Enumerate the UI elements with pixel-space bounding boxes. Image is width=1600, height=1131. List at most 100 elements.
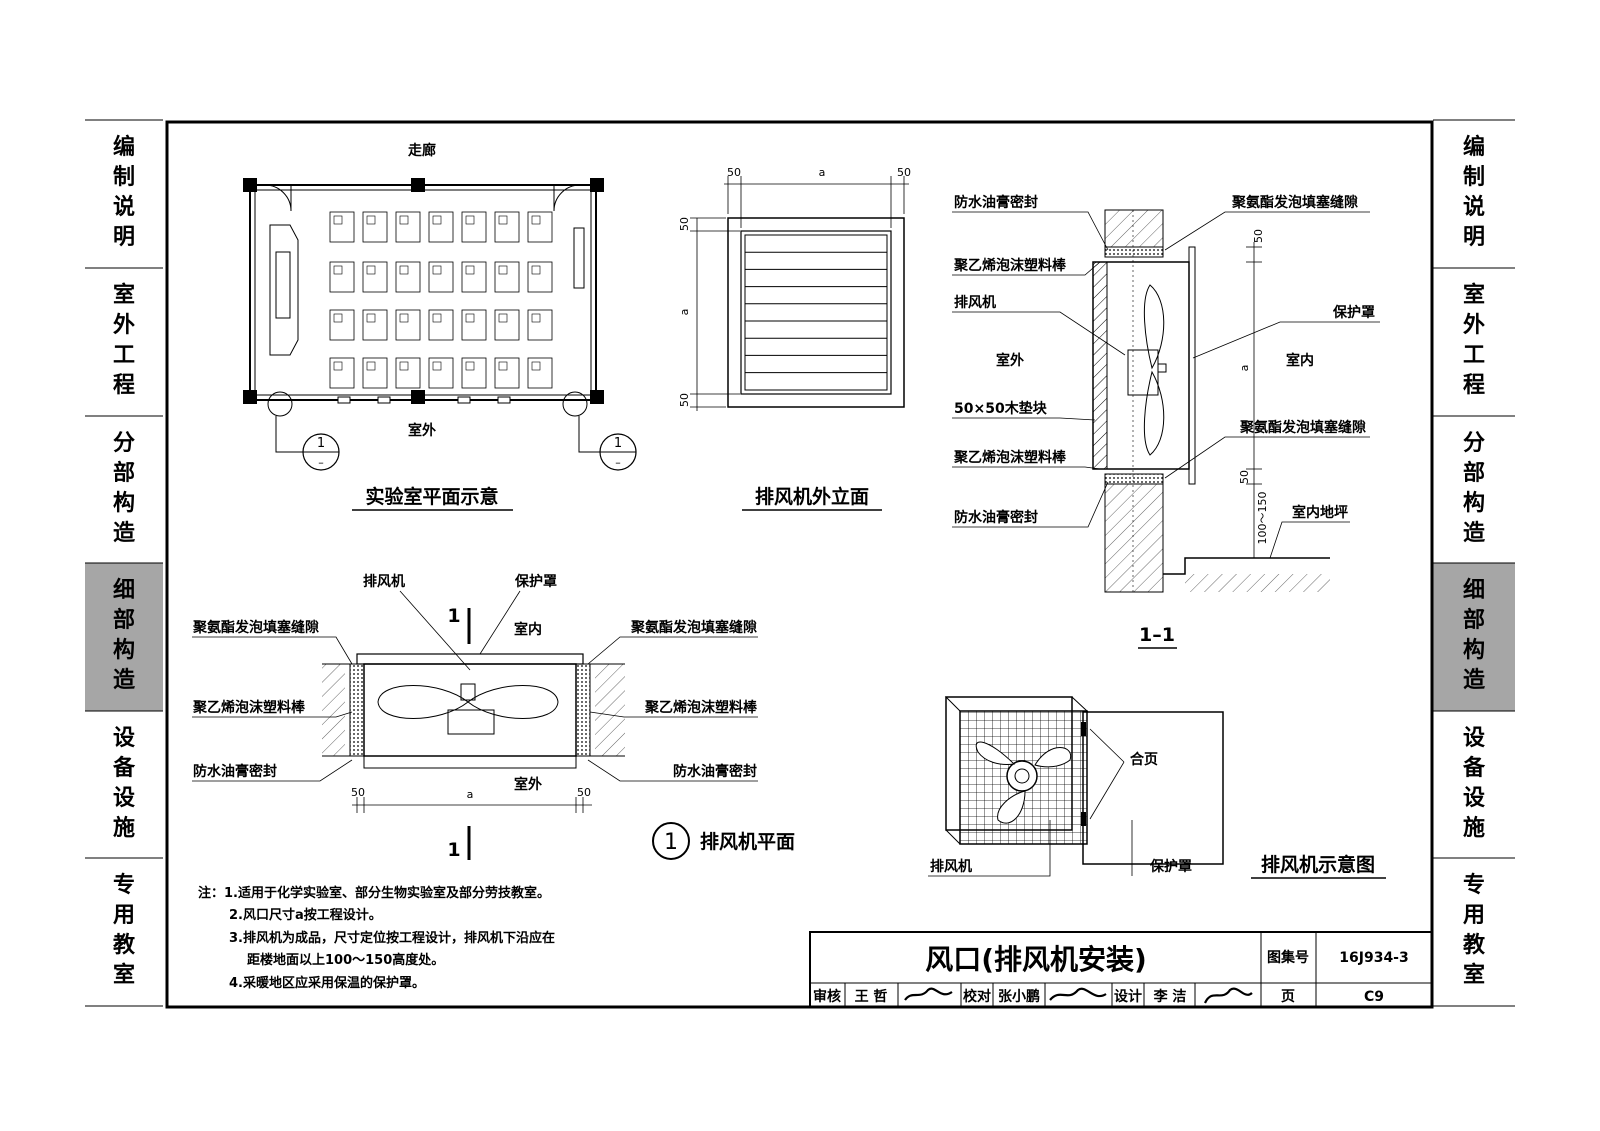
lab-stool <box>366 313 376 323</box>
sec-label-pe-rod-bottom: 聚乙烯泡沫塑料棒 <box>953 449 1067 466</box>
left-tab-1[interactable]: 编制说明 <box>113 134 135 250</box>
checker-name: 张小鹏 <box>998 988 1040 1005</box>
sec-dim-100-150: 100～150 <box>1256 492 1269 545</box>
lab-desk <box>428 211 454 243</box>
lab-desk <box>461 357 487 389</box>
left-tab-4[interactable]: 细部构造 <box>113 577 135 693</box>
sec-label-cover: 保护罩 <box>1332 304 1375 321</box>
sec-label-fan: 排风机 <box>954 294 996 311</box>
page-number: C9 <box>1364 989 1384 1005</box>
sec-dim-a: a <box>1238 365 1251 372</box>
left-tab-2[interactable]: 室外工程 <box>113 282 135 398</box>
right-tab-4[interactable]: 细部构造 <box>1463 577 1485 693</box>
detail-index-num: 1 <box>664 830 678 855</box>
active-tab-bg-right <box>1433 563 1515 711</box>
section-title: 1–1 <box>1139 624 1175 646</box>
lab-stool <box>366 215 376 225</box>
fan-plan-title: 排风机平面 <box>700 830 795 853</box>
fan-plan: 1 1 50 a 50 排风机 保护罩 室内 室外 聚氨酯发泡填塞缝隙 聚乙烯泡… <box>192 573 795 861</box>
left-tab-6[interactable]: 专用教室 <box>113 872 136 988</box>
lab-stool <box>498 361 508 371</box>
lab-stool <box>432 361 442 371</box>
lab-stool <box>432 265 442 275</box>
lab-stool <box>531 215 541 225</box>
lab-desk <box>395 261 421 293</box>
right-tab-1[interactable]: 编制说明 <box>1463 134 1485 250</box>
plan-label-pu-left: 聚氨酯发泡填塞缝隙 <box>192 619 319 636</box>
schematic-fan-label: 排风机 <box>930 858 972 875</box>
plan-label-seal-right: 防水油膏密封 <box>673 763 757 780</box>
designer-name: 李 洁 <box>1153 988 1187 1005</box>
plan-label-pe-right: 聚乙烯泡沫塑料棒 <box>644 699 758 716</box>
check-label: 校对 <box>963 988 991 1005</box>
active-tab-bg-left <box>85 563 163 711</box>
plan-outdoor-label: 室外 <box>408 422 436 439</box>
right-tab-5[interactable]: 设备设施 <box>1462 726 1486 841</box>
sec-label-pe-rod-top: 聚乙烯泡沫塑料棒 <box>953 257 1067 274</box>
designer-signature <box>1204 987 1253 1004</box>
review-label: 审核 <box>813 988 841 1005</box>
plan-label-outdoor: 室外 <box>514 776 542 793</box>
lab-stool <box>366 361 376 371</box>
lab-stool <box>333 313 343 323</box>
left-tab-5[interactable]: 设备设施 <box>112 726 136 841</box>
lab-desk <box>362 357 388 389</box>
callout-right-num: 1 <box>614 436 622 451</box>
lab-desk <box>362 261 388 293</box>
lab-stool <box>498 265 508 275</box>
elev-dim-50-left: 50 <box>727 166 741 179</box>
lab-stool <box>366 265 376 275</box>
detail-index-circle <box>652 822 690 860</box>
plan-label-indoor: 室内 <box>514 621 542 638</box>
lab-desk <box>461 309 487 341</box>
lab-desk <box>428 261 454 293</box>
note-3-cont: 距楼地面以上100～150高度处。 <box>247 952 444 968</box>
right-tab-2[interactable]: 室外工程 <box>1463 282 1485 398</box>
callout-right-sym: – <box>615 456 621 469</box>
callout-left-num: 1 <box>317 436 325 451</box>
note-3: 3.排风机为成品，尺寸定位按工程设计，排风机下沿应在 <box>229 930 555 946</box>
plan-label-cover: 保护罩 <box>514 573 557 590</box>
elev-dim-50-bottom: 50 <box>678 393 691 407</box>
lab-desk <box>329 357 355 389</box>
elev-dim-a-top: a <box>819 166 826 179</box>
lab-stool <box>498 313 508 323</box>
plan-label-seal-left: 防水油膏密封 <box>193 763 277 780</box>
left-tab-3[interactable]: 分部构造 <box>113 431 135 546</box>
lab-desk <box>329 211 355 243</box>
right-tab-6[interactable]: 专用教室 <box>1463 872 1486 988</box>
atlas-label: 图集号 <box>1267 949 1309 966</box>
lab-stool <box>465 215 475 225</box>
lab-desk <box>461 261 487 293</box>
lab-desk <box>395 309 421 341</box>
lab-desk <box>527 261 553 293</box>
fan-elevation: 50 a 50 50 a 50 排风机外立面 <box>678 166 911 511</box>
checker-signature <box>1049 987 1107 1001</box>
page-label: 页 <box>1281 989 1295 1005</box>
plan-label-pe-left: 聚乙烯泡沫塑料棒 <box>192 699 306 716</box>
elevation-title: 排风机外立面 <box>755 485 869 508</box>
elev-dim-50-top: 50 <box>678 217 691 231</box>
reviewer-name: 王 哲 <box>855 988 888 1005</box>
lab-stool <box>531 265 541 275</box>
lab-stool <box>333 215 343 225</box>
right-tab-3[interactable]: 分部构造 <box>1463 431 1485 546</box>
sec-dim-50-top: 50 <box>1252 229 1265 243</box>
lab-desk <box>395 357 421 389</box>
lab-stool <box>399 361 409 371</box>
sec-label-floor: 室内地坪 <box>1292 504 1348 521</box>
sec-label-pu-bottom: 聚氨酯发泡填塞缝隙 <box>1239 419 1366 436</box>
lab-desk <box>428 309 454 341</box>
lab-desk <box>527 211 553 243</box>
lab-desk <box>395 211 421 243</box>
lab-stool <box>333 361 343 371</box>
lab-desk <box>362 211 388 243</box>
note-2: 2.风口尺寸a按工程设计。 <box>229 907 382 923</box>
notes: 注：1.适用于化学实验室、部分生物实验室及部分劳技教室。 2.风口尺寸a按工程设… <box>198 885 555 991</box>
lab-stool <box>399 215 409 225</box>
sec-label-indoor: 室内 <box>1286 352 1314 369</box>
sheet-frame <box>165 120 1434 1009</box>
callout-left-sym: – <box>318 456 324 469</box>
lab-stool <box>432 313 442 323</box>
